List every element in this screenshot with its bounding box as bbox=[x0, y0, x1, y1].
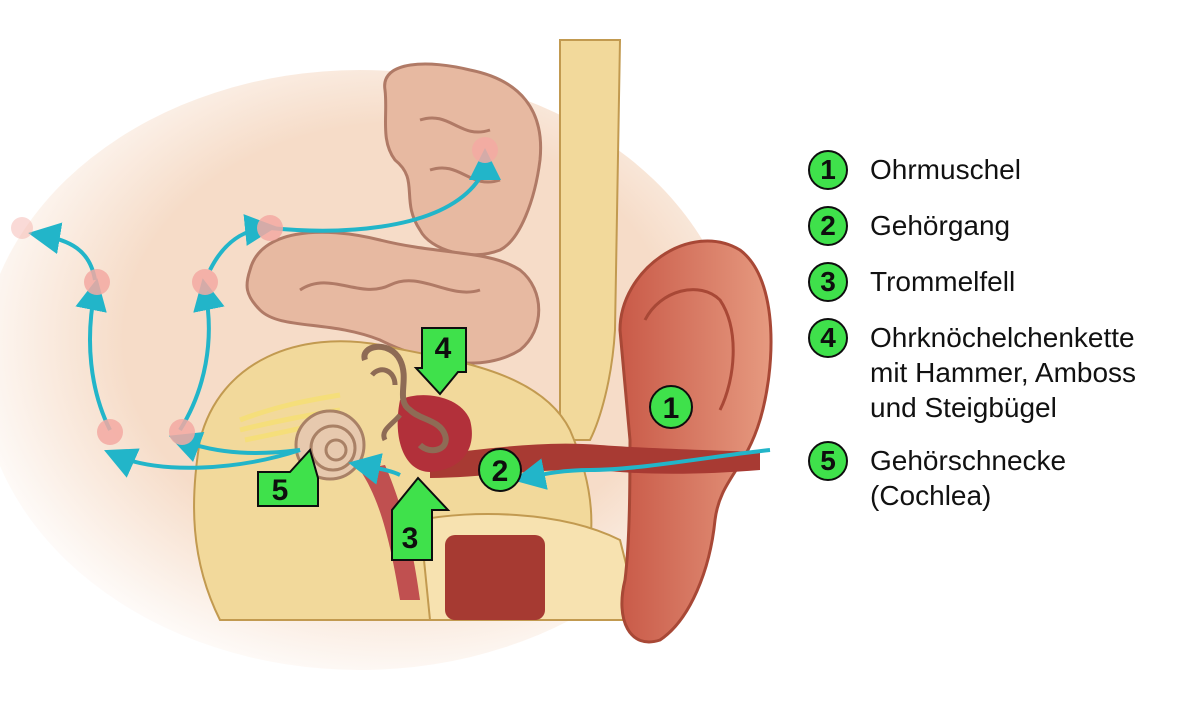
marker-3: 3 bbox=[391, 476, 451, 561]
legend-item-5: 5 Gehörschnecke (Cochlea) bbox=[808, 441, 1193, 513]
legend-text-5: Gehörschnecke (Cochlea) bbox=[870, 441, 1066, 513]
legend: 1 Ohrmuschel 2 Gehörgang 3 Trommelfell 4… bbox=[808, 150, 1193, 529]
legend-label: Trommelfell bbox=[870, 266, 1016, 297]
ear-anatomy-illustration: 1 2 3 4 5 bbox=[0, 39, 773, 670]
legend-item-1: 1 Ohrmuschel bbox=[808, 150, 1193, 190]
cochlea-mid bbox=[309, 424, 357, 472]
legend-item-3: 3 Trommelfell bbox=[808, 262, 1193, 302]
outer-ear bbox=[618, 239, 773, 644]
pathway-nodes bbox=[11, 137, 498, 445]
brain-sulcus bbox=[299, 279, 481, 294]
legend-label: Ohrmuschel bbox=[870, 154, 1021, 185]
pathway-left-lower bbox=[104, 448, 301, 478]
marker-3-label: 3 bbox=[402, 522, 419, 555]
legend-label: Gehörschnecke bbox=[870, 445, 1067, 476]
pathway-left-up1 bbox=[75, 278, 112, 431]
ear-helix-fold bbox=[643, 288, 735, 411]
legend-item-4: 4 Ohrknöchelchenkette mit Hammer, Amboss… bbox=[808, 318, 1193, 425]
marker-3-arrow-shape bbox=[391, 476, 451, 561]
skull-bone bbox=[559, 39, 622, 441]
marker-5-label: 5 bbox=[272, 474, 289, 507]
legend-label: (Cochlea) bbox=[870, 480, 992, 511]
marker-1: 1 bbox=[649, 385, 693, 429]
cochlea-inner bbox=[324, 438, 348, 462]
marker-4-arrow-shape bbox=[413, 327, 467, 396]
brain-sulcus-upper bbox=[419, 116, 501, 184]
legend-badge-1: 1 bbox=[808, 150, 848, 190]
legend-badge-4: 4 bbox=[808, 318, 848, 358]
pathway-upper-right bbox=[269, 148, 501, 233]
jaw-muscle bbox=[445, 535, 545, 620]
legend-text-4: Ohrknöchelchenkette mit Hammer, Amboss u… bbox=[870, 318, 1136, 425]
marker-4-label: 4 bbox=[435, 332, 452, 365]
legend-badge-5: 5 bbox=[808, 441, 848, 481]
marker-2-label: 2 bbox=[492, 455, 509, 488]
legend-label: und Steigbügel bbox=[870, 392, 1057, 423]
ossicle-chain-inner bbox=[370, 367, 402, 442]
marker-2: 2 bbox=[478, 448, 522, 492]
ossicle-chain bbox=[361, 343, 449, 454]
pathway-ear-canal-arrow bbox=[513, 448, 771, 490]
marker-4: 4 bbox=[413, 327, 467, 396]
pathway-left-up2 bbox=[178, 278, 225, 432]
legend-label: mit Hammer, Amboss bbox=[870, 357, 1137, 388]
legend-badge-2: 2 bbox=[808, 206, 848, 246]
legend-item-2: 2 Gehörgang bbox=[808, 206, 1193, 246]
eustachian-tube bbox=[360, 465, 420, 600]
pathway-cochlea-arrow bbox=[348, 453, 401, 485]
legend-text-3: Trommelfell bbox=[870, 262, 1015, 299]
sound-pathway-arrows bbox=[28, 148, 771, 490]
marker-5: 5 bbox=[257, 447, 319, 507]
legend-text-1: Ohrmuschel bbox=[870, 150, 1021, 187]
marker-1-label: 1 bbox=[663, 392, 680, 425]
brain-upper-lobe bbox=[383, 62, 543, 257]
legend-text-2: Gehörgang bbox=[870, 206, 1010, 243]
legend-label: Ohrknöchelchenkette bbox=[870, 322, 1135, 353]
marker-5-arrow-shape bbox=[257, 447, 319, 507]
legend-badge-3: 3 bbox=[808, 262, 848, 302]
legend-label: Gehörgang bbox=[870, 210, 1011, 241]
pathway-left-mid bbox=[168, 432, 301, 462]
